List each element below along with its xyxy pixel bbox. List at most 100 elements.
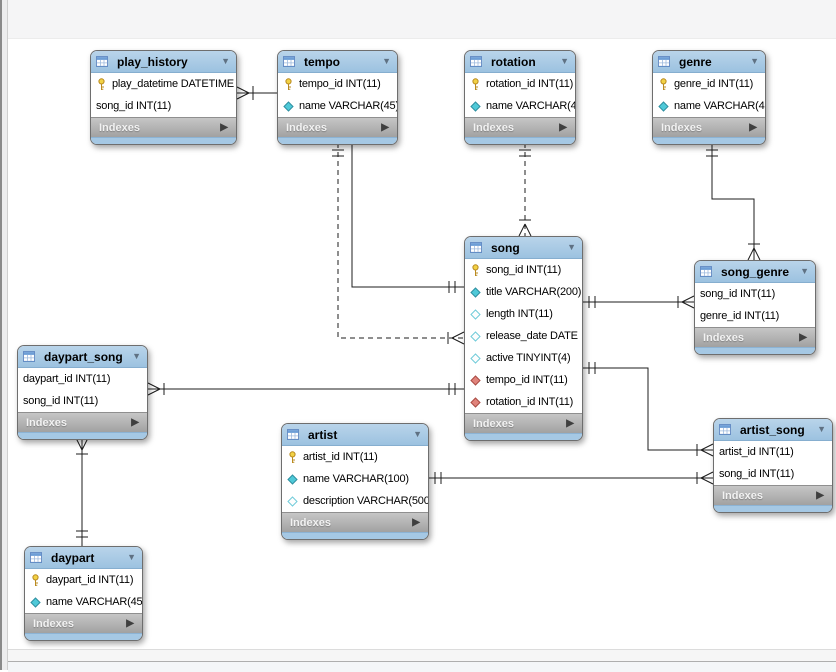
column-text: tempo_id INT(11) bbox=[299, 78, 381, 90]
nullable-attribute-icon bbox=[470, 308, 482, 320]
table-artist_song[interactable]: artist_song ▼ artist_id INT(11) song_id … bbox=[713, 418, 833, 513]
table-header[interactable]: artist ▼ bbox=[282, 424, 428, 446]
indexes-label: Indexes bbox=[33, 617, 74, 630]
table-cap bbox=[18, 432, 147, 439]
collapse-arrow-icon[interactable]: ▼ bbox=[817, 424, 826, 434]
indexes-section[interactable]: Indexes ▶ bbox=[18, 412, 147, 432]
expand-arrow-icon[interactable]: ▶ bbox=[799, 331, 807, 343]
column-row[interactable]: genre_id INT(11) bbox=[695, 305, 815, 327]
indexes-section[interactable]: Indexes ▶ bbox=[695, 327, 815, 347]
indexes-section[interactable]: Indexes ▶ bbox=[91, 117, 236, 137]
expand-arrow-icon[interactable]: ▶ bbox=[816, 489, 824, 501]
collapse-arrow-icon[interactable]: ▼ bbox=[750, 56, 759, 66]
column-row[interactable]: tempo_id INT(11) bbox=[465, 369, 582, 391]
column-row[interactable]: song_id INT(11) bbox=[91, 95, 236, 117]
indexes-section[interactable]: Indexes ▶ bbox=[714, 485, 832, 505]
horizontal-scrollbar[interactable] bbox=[8, 649, 836, 672]
collapse-arrow-icon[interactable]: ▼ bbox=[382, 56, 391, 66]
table-header[interactable]: song_genre ▼ bbox=[695, 261, 815, 283]
many-crow-foot bbox=[518, 219, 532, 237]
column-row[interactable]: song_id INT(11) bbox=[695, 283, 815, 305]
column-row[interactable]: name VARCHAR(100) bbox=[282, 468, 428, 490]
indexes-section[interactable]: Indexes ▶ bbox=[465, 413, 582, 433]
column-text: name VARCHAR(45) bbox=[486, 100, 575, 112]
column-row[interactable]: release_date DATE bbox=[465, 325, 582, 347]
table-header[interactable]: artist_song ▼ bbox=[714, 419, 832, 441]
column-row[interactable]: genre_id INT(11) bbox=[653, 73, 765, 95]
relationship-genre-song_genre bbox=[706, 143, 761, 261]
table-song_genre[interactable]: song_genre ▼ song_id INT(11) genre_id IN… bbox=[694, 260, 816, 355]
expand-arrow-icon[interactable]: ▶ bbox=[559, 121, 567, 133]
collapse-arrow-icon[interactable]: ▼ bbox=[132, 351, 141, 361]
collapse-arrow-icon[interactable]: ▼ bbox=[413, 429, 422, 439]
column-row[interactable]: rotation_id INT(11) bbox=[465, 391, 582, 413]
column-row[interactable]: artist_id INT(11) bbox=[714, 441, 832, 463]
column-row[interactable]: song_id INT(11) bbox=[18, 390, 147, 412]
indexes-section[interactable]: Indexes ▶ bbox=[278, 117, 397, 137]
indexes-section[interactable]: Indexes ▶ bbox=[465, 117, 575, 137]
table-daypart[interactable]: daypart ▼ daypart_id INT(11) name VARCHA… bbox=[24, 546, 143, 641]
table-genre[interactable]: genre ▼ genre_id INT(11) name VARCHAR(45… bbox=[652, 50, 766, 145]
column-row[interactable]: name VARCHAR(45) bbox=[465, 95, 575, 117]
table-cap bbox=[25, 633, 142, 640]
expand-arrow-icon[interactable]: ▶ bbox=[566, 417, 574, 429]
column-row[interactable]: name VARCHAR(45) bbox=[25, 591, 142, 613]
column-row[interactable]: play_datetime DATETIME bbox=[91, 73, 236, 95]
column-row[interactable]: description VARCHAR(500) bbox=[282, 490, 428, 512]
indexes-section[interactable]: Indexes ▶ bbox=[25, 613, 142, 633]
table-play_history[interactable]: play_history ▼ play_datetime DATETIME so… bbox=[90, 50, 237, 145]
one-ticks bbox=[588, 296, 596, 308]
indexes-section[interactable]: Indexes ▶ bbox=[653, 117, 765, 137]
canvas-left-edge bbox=[0, 0, 8, 670]
column-text: play_datetime DATETIME bbox=[112, 78, 234, 90]
table-header[interactable]: daypart ▼ bbox=[25, 547, 142, 569]
relationship-line[interactable] bbox=[711, 143, 755, 260]
table-daypart_song[interactable]: daypart_song ▼ daypart_id INT(11) song_i… bbox=[17, 345, 148, 440]
collapse-arrow-icon[interactable]: ▼ bbox=[221, 56, 230, 66]
many-crow-foot bbox=[677, 295, 695, 309]
table-cap bbox=[282, 532, 428, 539]
table-header[interactable]: rotation ▼ bbox=[465, 51, 575, 73]
column-row[interactable]: title VARCHAR(200) bbox=[465, 281, 582, 303]
many-crow-foot bbox=[696, 471, 714, 485]
table-rotation[interactable]: rotation ▼ rotation_id INT(11) name VARC… bbox=[464, 50, 576, 145]
table-header[interactable]: play_history ▼ bbox=[91, 51, 236, 73]
expand-arrow-icon[interactable]: ▶ bbox=[126, 617, 134, 629]
column-text: name VARCHAR(45) bbox=[299, 100, 397, 112]
table-header[interactable]: daypart_song ▼ bbox=[18, 346, 147, 368]
table-header[interactable]: genre ▼ bbox=[653, 51, 765, 73]
column-row[interactable]: rotation_id INT(11) bbox=[465, 73, 575, 95]
collapse-arrow-icon[interactable]: ▼ bbox=[127, 552, 136, 562]
expand-arrow-icon[interactable]: ▶ bbox=[412, 516, 420, 528]
column-row[interactable]: song_id INT(11) bbox=[465, 259, 582, 281]
relationship-line[interactable] bbox=[337, 143, 464, 339]
not-null-attribute-icon bbox=[470, 286, 482, 298]
column-row[interactable]: artist_id INT(11) bbox=[282, 446, 428, 468]
expand-arrow-icon[interactable]: ▶ bbox=[381, 121, 389, 133]
indexes-section[interactable]: Indexes ▶ bbox=[282, 512, 428, 532]
expand-arrow-icon[interactable]: ▶ bbox=[749, 121, 757, 133]
column-row[interactable]: tempo_id INT(11) bbox=[278, 73, 397, 95]
foreign-key-icon bbox=[470, 396, 482, 408]
column-row[interactable]: daypart_id INT(11) bbox=[25, 569, 142, 591]
primary-key-icon bbox=[96, 77, 108, 90]
column-row[interactable]: length INT(11) bbox=[465, 303, 582, 325]
indexes-label: Indexes bbox=[473, 417, 514, 430]
table-header[interactable]: song ▼ bbox=[465, 237, 582, 259]
relationship-line[interactable] bbox=[583, 367, 713, 451]
column-row[interactable]: song_id INT(11) bbox=[714, 463, 832, 485]
column-row[interactable]: name VARCHAR(45) bbox=[653, 95, 765, 117]
table-cap bbox=[695, 347, 815, 354]
collapse-arrow-icon[interactable]: ▼ bbox=[567, 242, 576, 252]
column-row[interactable]: daypart_id INT(11) bbox=[18, 368, 147, 390]
table-header[interactable]: tempo ▼ bbox=[278, 51, 397, 73]
collapse-arrow-icon[interactable]: ▼ bbox=[800, 266, 809, 276]
expand-arrow-icon[interactable]: ▶ bbox=[220, 121, 228, 133]
table-song[interactable]: song ▼ song_id INT(11) title VARCHAR(200… bbox=[464, 236, 583, 441]
collapse-arrow-icon[interactable]: ▼ bbox=[560, 56, 569, 66]
table-artist[interactable]: artist ▼ artist_id INT(11) name VARCHAR(… bbox=[281, 423, 429, 540]
column-row[interactable]: active TINYINT(4) bbox=[465, 347, 582, 369]
column-row[interactable]: name VARCHAR(45) bbox=[278, 95, 397, 117]
expand-arrow-icon[interactable]: ▶ bbox=[131, 416, 139, 428]
table-tempo[interactable]: tempo ▼ tempo_id INT(11) name VARCHAR(45… bbox=[277, 50, 398, 145]
